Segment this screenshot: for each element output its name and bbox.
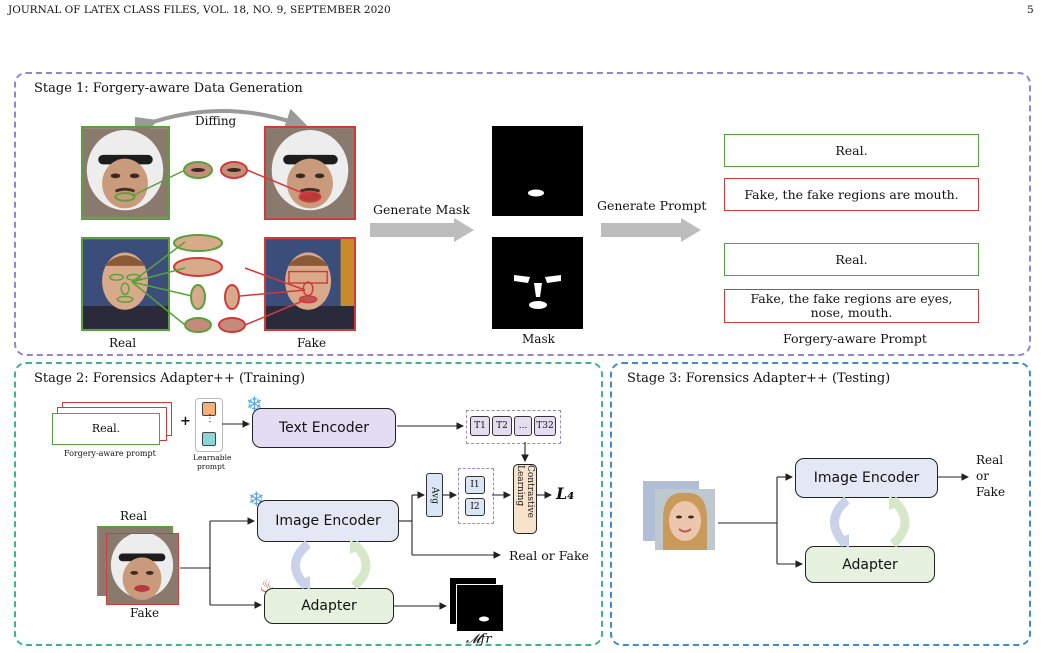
learnable-token-1 [202, 402, 216, 416]
stage2-image-encoder-block: Image Encoder [257, 500, 399, 542]
stage1-title: Stage 1: Forgery-aware Data Generation [34, 81, 303, 96]
plus-sign: + [180, 414, 191, 429]
stage3-output-line-1: Real [976, 453, 1004, 467]
stage3-adapter-block: Adapter [805, 546, 935, 583]
prompt-real-2: Real. [724, 243, 979, 276]
prompt-caption: Forgery-aware Prompt [783, 331, 927, 346]
stage1-panel [14, 72, 1031, 356]
text-token-group [466, 410, 561, 444]
image-token: I1 [465, 476, 485, 494]
generate-prompt-label: Generate Prompt [597, 198, 707, 213]
learnable-caption-2: prompt [197, 462, 225, 471]
stage2-prompt-caption: Forgery-aware prompt [64, 449, 156, 458]
stage3-title: Stage 3: Forensics Adapter++ (Testing) [627, 371, 891, 386]
real-label: Real [109, 336, 137, 350]
stage2-title: Stage 2: Forensics Adapter++ (Training) [34, 371, 306, 386]
stage3-image-encoder-block: Image Encoder [795, 458, 938, 498]
text-token: T32 [534, 416, 556, 436]
text-token: T2 [492, 416, 512, 436]
text-encoder-block: Text Encoder [252, 408, 396, 448]
stage3-flow-arrows [718, 473, 970, 568]
face-part-crops [173, 161, 248, 333]
learnable-caption-1: Learnable [193, 453, 232, 462]
fake-label: Fake [297, 336, 327, 350]
text-token: T1 [470, 416, 490, 436]
stage2-flow-arrows [180, 420, 553, 610]
prompt-fake-1: Fake, the fake regions are mouth. [724, 178, 979, 211]
stage3-output-line-3: Fake [976, 485, 1006, 499]
stage2-output-label: Real or Fake [509, 548, 589, 563]
stage3-output-line-2: or [976, 469, 989, 483]
generate-mask-label: Generate Mask [373, 202, 470, 217]
learnable-dots: ⋮ [205, 413, 215, 424]
page-number: 5 [1027, 4, 1034, 16]
generate-mask-arrow [370, 218, 474, 242]
contrastive-learning-block: Contrastive Learning [513, 464, 537, 534]
stage2-fake-face [106, 533, 179, 605]
mask-image-2 [492, 237, 583, 329]
stage2-panel [14, 362, 603, 646]
stage3-panel [610, 362, 1031, 646]
generate-prompt-arrow [601, 218, 701, 242]
learnable-token-2 [202, 432, 216, 446]
prompt-fake-2: Fake, the fake regions are eyes, nose, m… [724, 289, 979, 323]
stage2-real-label: Real [120, 509, 148, 523]
fake-face-2 [264, 237, 356, 331]
real-face-2 [81, 237, 170, 331]
mask-label: Mask [522, 332, 555, 346]
diffing-label: Diffing [195, 114, 237, 128]
loss-label: L₄ [556, 484, 575, 503]
prompt-card-front: Real. [52, 413, 160, 445]
stage3-test-face [655, 489, 715, 550]
mask-image-1 [492, 126, 583, 216]
image-token: I2 [465, 498, 485, 516]
diffing-arrow [135, 108, 310, 134]
text-token: ... [514, 416, 532, 436]
image-token-group [458, 468, 494, 524]
fake-face-1 [264, 126, 356, 220]
stage2-fake-label: Fake [130, 606, 160, 620]
prompt-real-1: Real. [724, 134, 979, 167]
journal-header: JOURNAL OF LATEX CLASS FILES, VOL. 18, N… [8, 4, 391, 16]
encoder-adapter-interaction-arrows [291, 540, 371, 590]
output-mask-front [456, 584, 503, 631]
avg-block: Avg [426, 473, 443, 517]
stage2-adapter-block: Adapter [264, 588, 394, 624]
crop-connectors [131, 169, 311, 326]
stage3-interaction-arrows [830, 496, 910, 548]
output-mask-label: 𝓜fr [466, 632, 492, 647]
